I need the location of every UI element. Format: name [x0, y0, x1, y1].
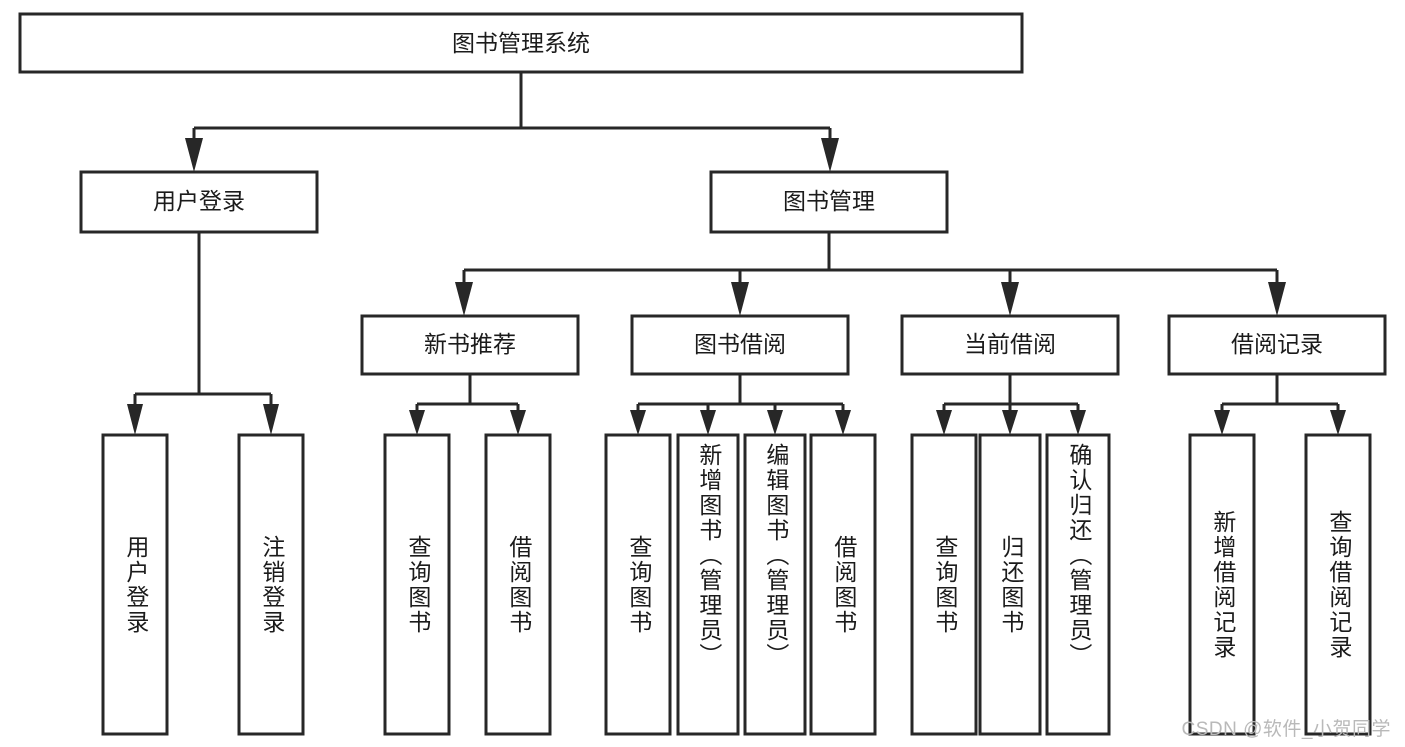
leaf-borrow-book-2-box[interactable]	[809, 433, 877, 736]
leaf-add-book-box[interactable]	[676, 433, 740, 736]
leaf-boxes-user-login	[101, 433, 305, 736]
connector-current-borrow-to-leaves	[936, 374, 1086, 435]
arrow-head-leaf-query-book-1	[409, 410, 425, 435]
node-book-management-box[interactable]	[709, 170, 949, 234]
node-new-book-recommend-box[interactable]	[360, 314, 580, 376]
leaf-logout-login-box[interactable]	[237, 433, 305, 736]
leaf-boxes-new-book-recommend	[383, 433, 552, 736]
leaf-confirm-return-box[interactable]	[1045, 433, 1111, 736]
arrow-head-leaf-confirm-return	[1070, 410, 1086, 435]
leaf-edit-book-box[interactable]	[743, 433, 807, 736]
leaf-query-record-box[interactable]	[1304, 433, 1372, 736]
arrow-head-leaf-query-book-3	[936, 410, 952, 435]
node-current-borrow-label: 当前借阅	[964, 331, 1056, 357]
arrow-head-new-book-recommend	[455, 282, 473, 316]
node-book-borrow-box[interactable]	[630, 314, 850, 376]
arrow-head-borrow-record	[1268, 282, 1286, 316]
arrow-head-book-borrow	[731, 282, 749, 316]
node-borrow-record-label: 借阅记录	[1231, 331, 1323, 357]
node-book-management-label: 图书管理	[783, 188, 875, 214]
arrow-head-leaf-borrow-book-1	[510, 410, 526, 435]
arrow-head-leaf-query-book-2	[630, 410, 646, 435]
arrow-head-leaf-logout-login	[263, 404, 279, 435]
leaf-query-book-2-box[interactable]	[604, 433, 672, 736]
node-book-borrow-label: 图书借阅	[694, 331, 786, 357]
leaf-borrow-book-1-box[interactable]	[484, 433, 552, 736]
connector-user-login-to-leaves	[127, 232, 279, 435]
node-current-borrow-box[interactable]	[900, 314, 1120, 376]
node-borrow-record-box[interactable]	[1167, 314, 1387, 376]
leaf-add-record-box[interactable]	[1188, 433, 1256, 736]
arrow-head-leaf-query-record	[1330, 410, 1346, 435]
leaf-query-book-3-box[interactable]	[910, 433, 978, 736]
arrow-head-leaf-borrow-book-2	[835, 410, 851, 435]
node-new-book-recommend[interactable]: 新书推荐	[360, 314, 580, 376]
leaf-boxes-current-borrow	[910, 433, 1111, 736]
node-root[interactable]: 图书管理系统	[18, 12, 1024, 74]
node-user-login-label: 用户登录	[153, 188, 245, 214]
arrow-head-book-management	[821, 138, 839, 172]
connector-new-book-recommend-to-leaves	[409, 374, 526, 435]
leaf-boxes-borrow-record	[1188, 433, 1372, 736]
connector-root-to-level2	[185, 72, 839, 172]
arrow-head-user-login	[185, 138, 203, 172]
node-borrow-record[interactable]: 借阅记录	[1167, 314, 1387, 376]
node-root-box[interactable]	[18, 12, 1024, 74]
leaf-user-login-box[interactable]	[101, 433, 169, 736]
node-root-label: 图书管理系统	[452, 30, 590, 56]
leaf-return-book-box[interactable]	[978, 433, 1042, 736]
arrow-head-leaf-user-login	[127, 404, 143, 435]
node-book-borrow[interactable]: 图书借阅	[630, 314, 850, 376]
node-new-book-recommend-label: 新书推荐	[424, 331, 516, 357]
node-book-management[interactable]: 图书管理	[709, 170, 949, 234]
arrow-head-leaf-add-book	[700, 410, 716, 435]
leaf-boxes-book-borrow	[604, 433, 877, 736]
connector-book-borrow-to-leaves	[630, 374, 851, 435]
arrow-head-leaf-add-record	[1214, 410, 1230, 435]
connector-borrow-record-to-leaves	[1214, 374, 1346, 435]
node-user-login[interactable]: 用户登录	[79, 170, 319, 234]
arrow-head-current-borrow	[1001, 282, 1019, 316]
connector-book-management-to-level3	[455, 232, 1286, 316]
arrow-head-leaf-edit-book	[767, 410, 783, 435]
arrow-head-leaf-return-book	[1002, 410, 1018, 435]
node-user-login-box[interactable]	[79, 170, 319, 234]
node-current-borrow[interactable]: 当前借阅	[900, 314, 1120, 376]
leaf-query-book-1-box[interactable]	[383, 433, 451, 736]
